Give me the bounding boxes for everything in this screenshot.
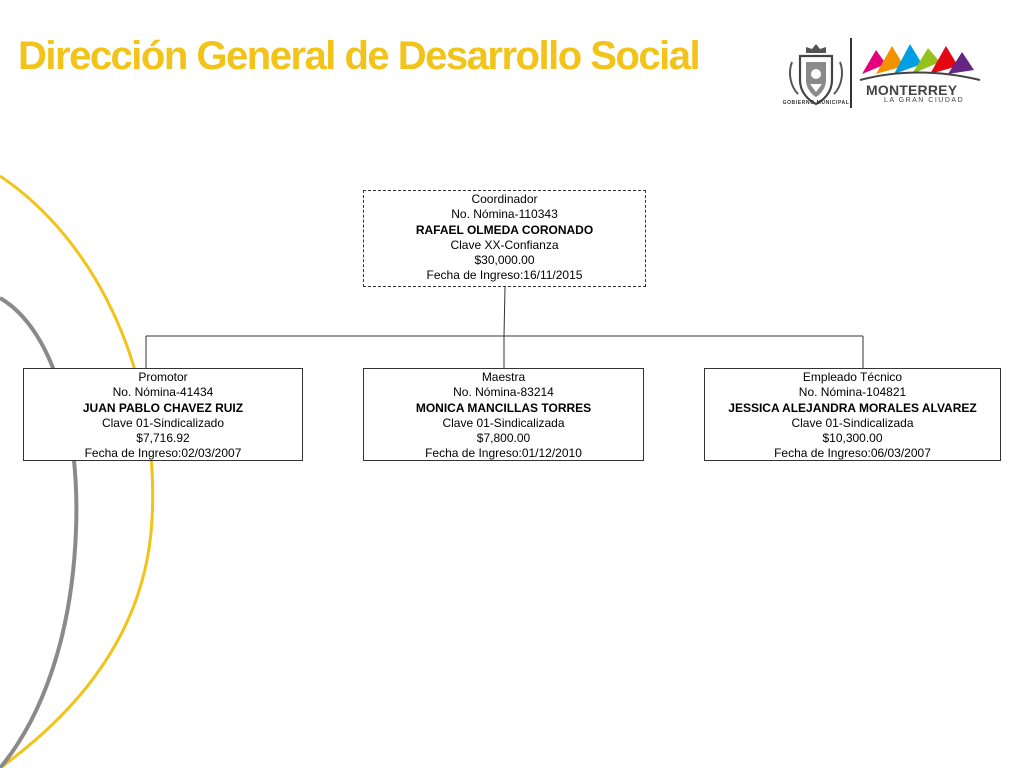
- node-name: JUAN PABLO CHAVEZ RUIZ: [82, 400, 244, 415]
- node-role: Empleado Técnico: [802, 370, 903, 384]
- logo-divider: [850, 38, 852, 108]
- node-role: Maestra: [481, 370, 526, 384]
- node-nomina: No. Nómina-104821: [798, 385, 907, 400]
- node-nomina: No. Nómina-110343: [451, 207, 558, 222]
- city-tagline: LA GRAN CIUDAD: [884, 97, 965, 104]
- node-nomina: No. Nómina-41434: [112, 385, 214, 400]
- node-salary: $10,300.00: [822, 431, 883, 446]
- municipal-crest-icon: [789, 44, 843, 106]
- node-name: JESSICA ALEJANDRA MORALES ALVAREZ: [728, 400, 977, 415]
- node-salary: $7,800.00: [476, 431, 531, 446]
- monterrey-skyline-icon: [859, 44, 981, 81]
- node-clave: Clave 01-Sindicalizado: [101, 415, 225, 430]
- connector-head-down: [503, 286, 506, 337]
- city-name: MONTERREY: [866, 82, 958, 98]
- node-role: Coordinador: [471, 192, 538, 206]
- node-fecha: Fecha de Ingreso:16/11/2015: [426, 268, 583, 283]
- org-node-promotor: Promotor No. Nómina-41434 JUAN PABLO CHA…: [23, 368, 303, 461]
- node-salary: $30,000.00: [474, 253, 535, 268]
- node-clave: Clave 01-Sindicalizada: [791, 415, 914, 430]
- node-clave: Clave XX-Confianza: [450, 237, 559, 252]
- yellow-arc: [0, 174, 155, 768]
- node-name: MONICA MANCILLAS TORRES: [415, 400, 592, 415]
- node-fecha: Fecha de Ingreso:02/03/2007: [84, 446, 242, 461]
- node-clave: Clave 01-Sindicalizada: [442, 415, 565, 430]
- node-role: Promotor: [138, 370, 188, 384]
- node-salary: $7,716.92: [136, 431, 190, 446]
- node-name: RAFAEL OLMEDA CORONADO: [415, 222, 594, 237]
- org-node-maestra: Maestra No. Nómina-83214 MONICA MANCILLA…: [363, 368, 644, 461]
- node-nomina: No. Nómina-83214: [453, 385, 554, 400]
- org-node-empleado-tecnico: Empleado Técnico No. Nómina-104821 JESSI…: [704, 368, 1001, 461]
- gray-arc: [0, 296, 79, 768]
- node-fecha: Fecha de Ingreso:01/12/2010: [425, 446, 582, 461]
- node-fecha: Fecha de Ingreso:06/03/2007: [774, 446, 931, 461]
- crest-caption: GOBIERNO MUNICIPAL: [782, 100, 850, 106]
- page-title: Dirección General de Desarrollo Social: [18, 34, 701, 78]
- org-node-coordinador: Coordinador No. Nómina-110343 RAFAEL OLM…: [363, 190, 646, 287]
